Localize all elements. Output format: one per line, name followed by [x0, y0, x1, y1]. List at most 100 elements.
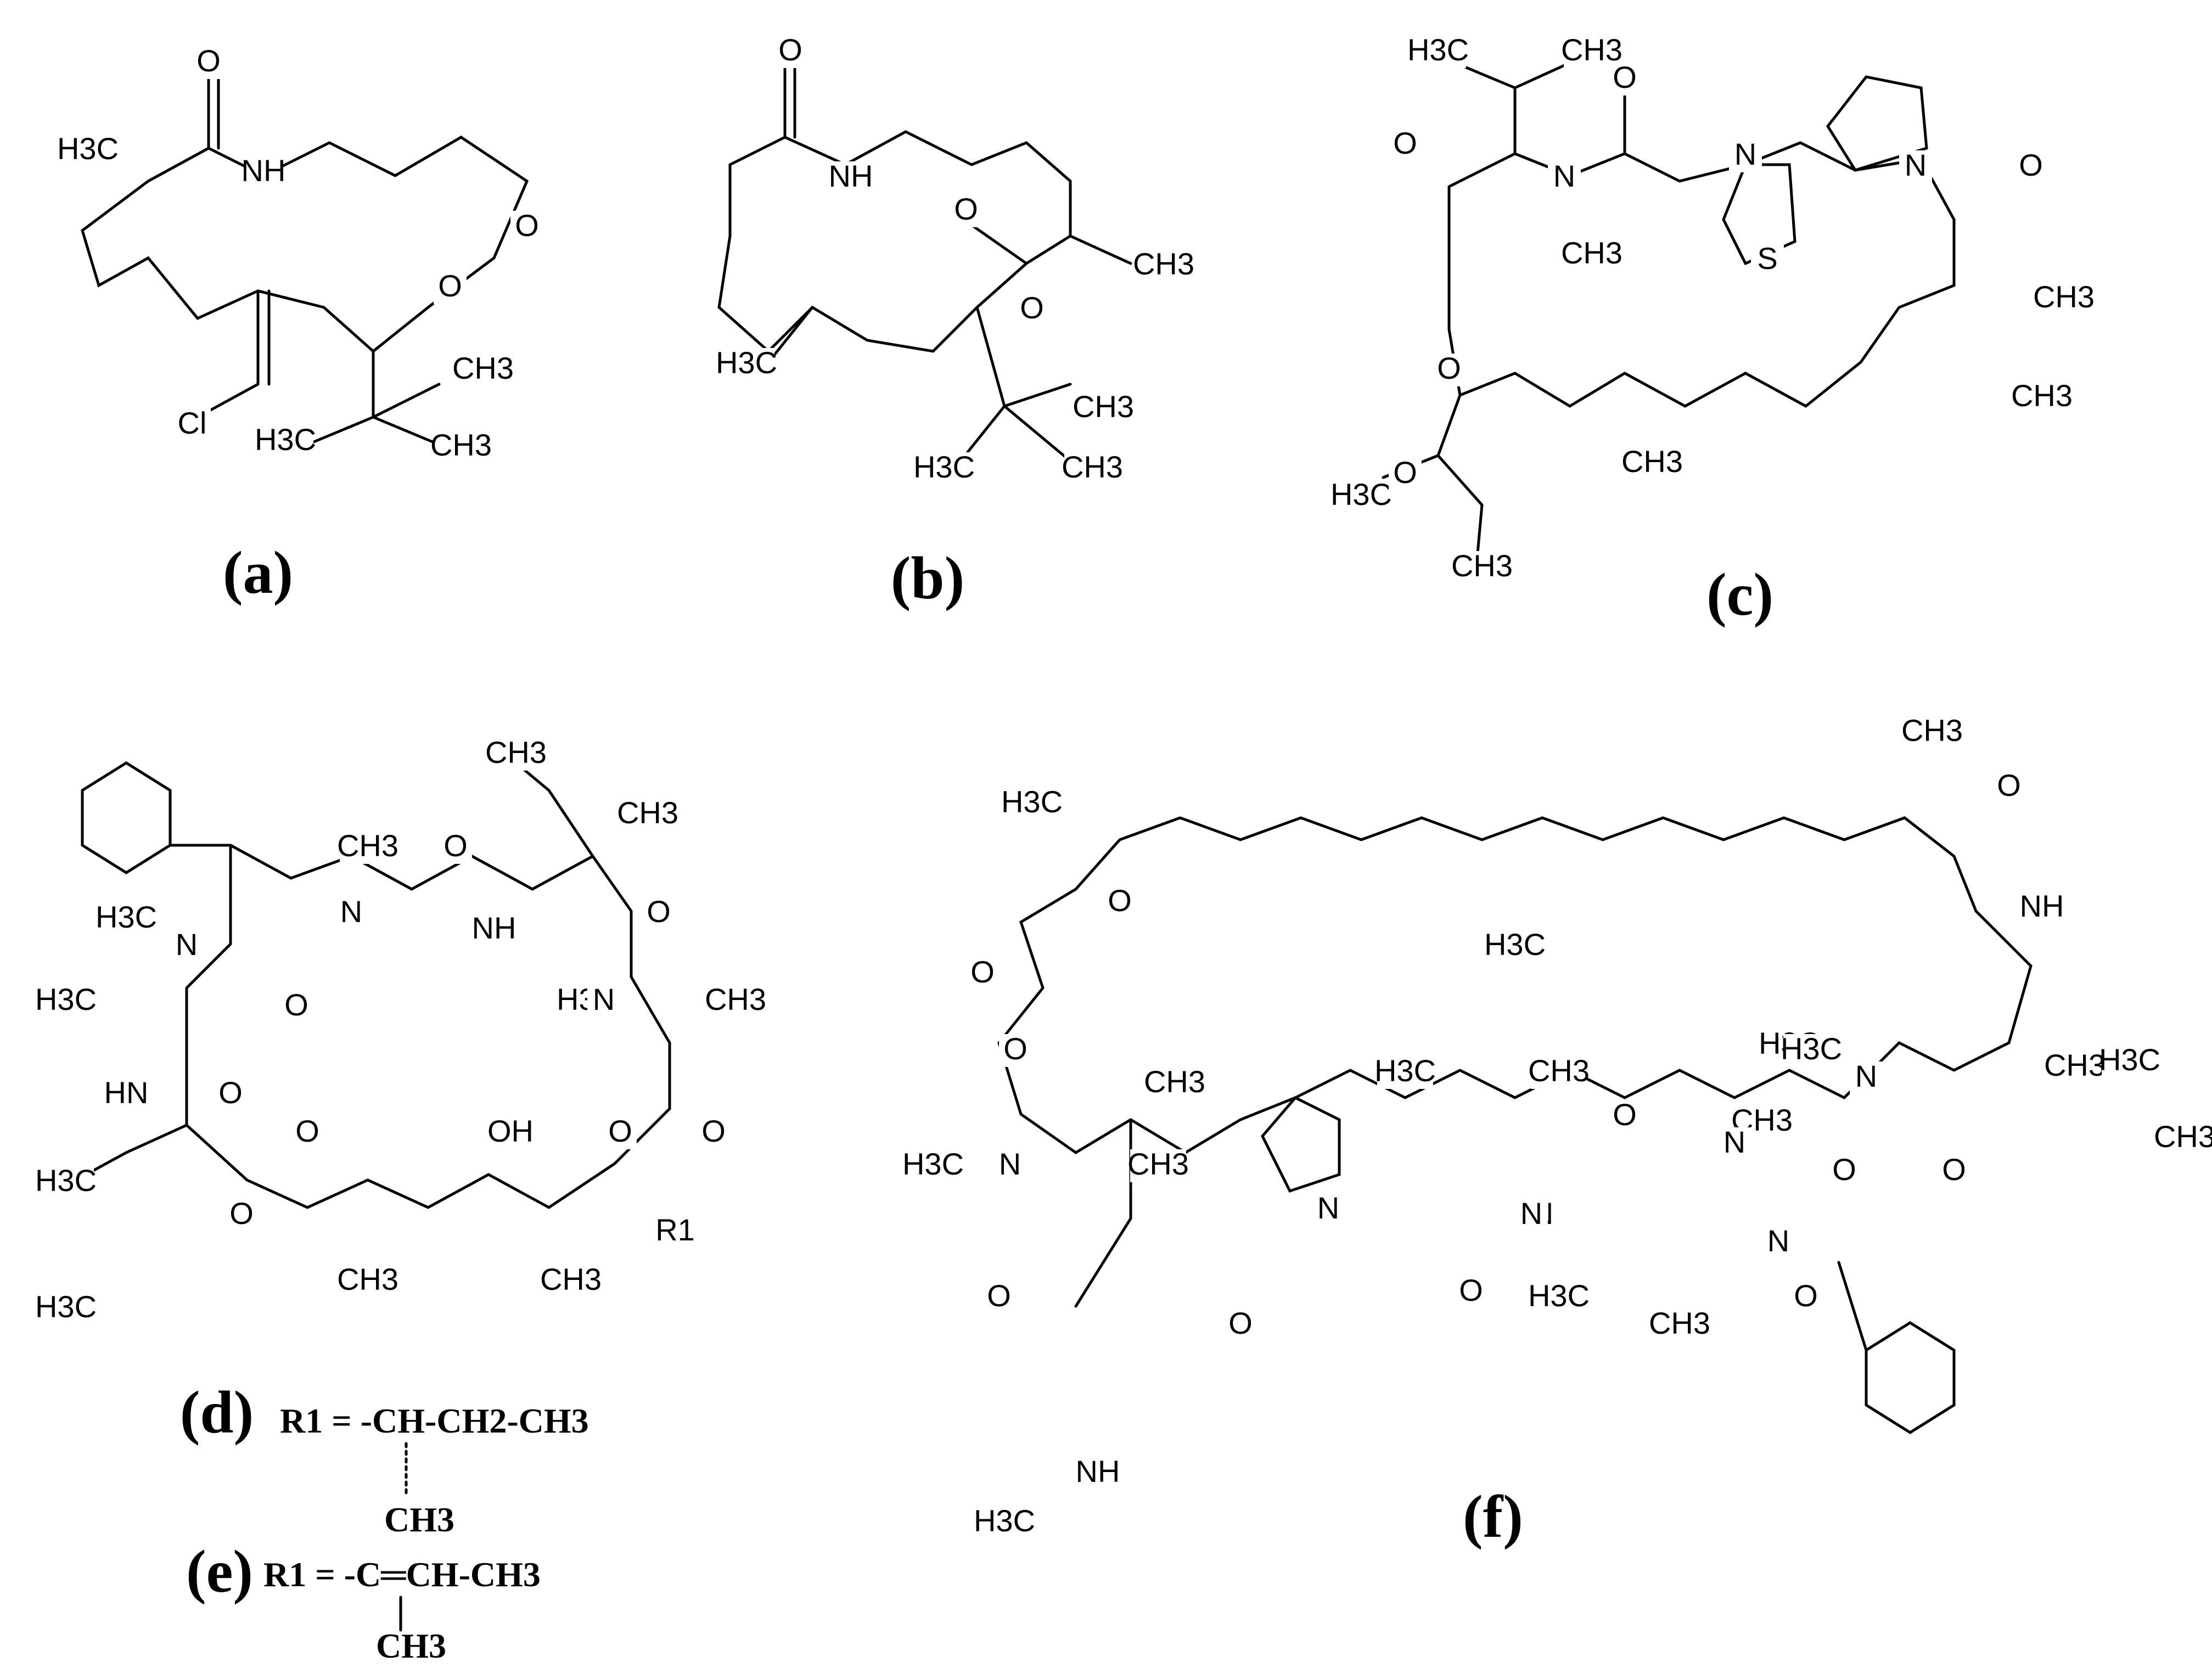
atom-label: CH3 [1062, 450, 1123, 484]
atom-label-background [1751, 244, 1784, 277]
atom-label: O [1613, 1097, 1637, 1132]
atom-label-background [999, 1034, 1032, 1067]
atom-label-background [642, 897, 675, 930]
atom-label-background [2102, 1045, 2158, 1078]
atom-label-background [1904, 716, 1960, 749]
atom-label: CH3 [1621, 444, 1683, 479]
atom-label: CH3 [337, 1262, 398, 1296]
atom-label-background [2014, 150, 2047, 183]
atom-label: O [197, 43, 221, 78]
atom-label: O [1393, 126, 1417, 160]
atom-label-background [1899, 150, 1932, 183]
atom-label-background [2047, 1051, 2103, 1083]
atom-label-background [488, 738, 544, 771]
atom-label-background [1992, 771, 2025, 804]
atom-label-background [1564, 238, 1620, 271]
atom-label-background [1075, 392, 1131, 425]
label-e: (e) [186, 1538, 253, 1605]
atom-label: O [987, 1278, 1011, 1313]
atom-label: O [1437, 351, 1461, 385]
atom-label-background [1789, 1281, 1822, 1314]
atom-label: CH3 [1649, 1306, 1710, 1340]
atom-label-background [604, 1116, 637, 1149]
atom-label-background [455, 353, 511, 386]
atom-label-background [1850, 1061, 1883, 1094]
atom-label: H3C [35, 982, 97, 1016]
atom-label-background [950, 194, 983, 227]
atom-label-background [1130, 1149, 1186, 1182]
atom-label: CH3 [2044, 1048, 2106, 1082]
atom-label: H3C [1374, 1053, 1436, 1088]
atom-label-background [587, 985, 620, 1018]
atom-label-background [832, 161, 869, 194]
atom-label-background [340, 1265, 396, 1297]
atom-label-background [510, 211, 543, 244]
atom-label: O [443, 828, 468, 863]
atom-label: H3C [255, 422, 316, 457]
atom-label-background [1762, 1226, 1795, 1259]
atom-label-background [192, 46, 225, 79]
atom-label: O [608, 1114, 632, 1148]
atom-label: NH [1076, 1454, 1120, 1488]
atom-label: O [1393, 455, 1417, 490]
atom-label-background [38, 1292, 94, 1325]
atom-label: CH3 [540, 1262, 602, 1296]
atom-label-background [38, 985, 94, 1018]
atom-label-background [1487, 930, 1543, 963]
atom-label: CH3 [705, 982, 766, 1016]
atom-label: H3C [1484, 927, 1546, 962]
atom-label: H3C [913, 450, 975, 484]
atom-label-background [1377, 1056, 1433, 1089]
atom-label-background [916, 452, 972, 485]
atom-label: NH [2020, 889, 2064, 923]
atom-label: CH3 [617, 795, 678, 830]
atom-label: NH [242, 153, 286, 188]
atom-label: O [218, 1075, 243, 1110]
atom-label: H3C [902, 1147, 964, 1181]
structure-b [717, 64, 1132, 463]
atom-label: O [701, 1114, 726, 1148]
atom-label-background [1828, 1155, 1861, 1188]
atom-label-background [1015, 293, 1048, 326]
atom-label: O [1003, 1031, 1028, 1066]
atom-label: CH3 [2033, 279, 2095, 314]
atom-label: CH3 [1144, 1064, 1205, 1099]
r1-formula-d: R1 = -CH-CH2-CH3 [280, 1401, 589, 1440]
atom-label-background [2157, 1122, 2212, 1155]
atom-label: S [1757, 241, 1777, 276]
atom-label-background [1531, 1281, 1587, 1314]
atom-label-background [439, 831, 472, 864]
atom-label-background [1103, 886, 1136, 919]
atom-label-background [1938, 1155, 1970, 1188]
atom-label-background [718, 348, 774, 381]
atom-label: N [340, 894, 362, 929]
atom-label-background [1333, 480, 1389, 513]
atom-label-background [257, 425, 313, 458]
atom-label: O [647, 894, 671, 929]
atom-label: CH3 [1901, 713, 1963, 748]
label-f: (f) [1463, 1483, 1523, 1550]
atom-label-background [1454, 551, 1510, 584]
atom-label: H3C [716, 345, 777, 380]
atom-label: N [1553, 159, 1575, 193]
atom-label: O [295, 1114, 319, 1148]
atom-label-background [1455, 1276, 1487, 1308]
atom-label-background [475, 913, 513, 946]
atom-label: CH3 [1127, 1147, 1189, 1181]
atom-label-background [2014, 381, 2070, 414]
atom-label-background [1608, 1100, 1641, 1133]
atom-label: O [1794, 1278, 1818, 1313]
atom-label: H3C [974, 1503, 1035, 1538]
atom-label-background [1064, 452, 1120, 485]
structure-f [997, 816, 2033, 1434]
atom-label: O [1020, 290, 1044, 325]
atom-label: CH3 [1528, 1053, 1590, 1088]
atom-label-background [173, 408, 211, 441]
atom-label: H3C [2099, 1042, 2160, 1077]
atom-label-background [1531, 1056, 1587, 1089]
label-c: (c) [1706, 561, 1773, 628]
atom-label: O [1108, 883, 1132, 918]
atom-label: NH [829, 159, 873, 193]
atom-label: CH3 [1451, 548, 1513, 583]
